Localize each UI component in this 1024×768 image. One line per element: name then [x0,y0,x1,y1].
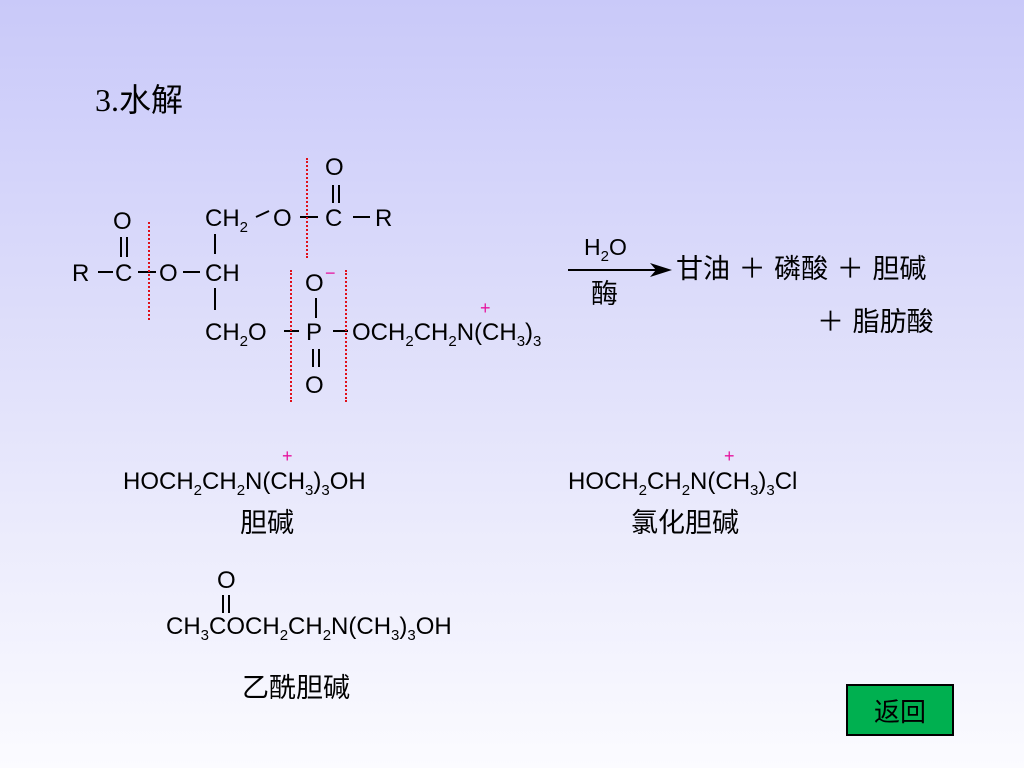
choline-chloride-name: 氯化胆碱 [631,508,739,539]
bond-lines [98,185,370,367]
choline-chain: OCH2CH2N(CH3)3 [352,319,542,350]
slide-title: 3.水解 [95,82,184,118]
cleavage-mark-top-ester [306,158,308,258]
acetylcholine-carbonyl-o: O [217,567,236,594]
charge-plus-n: + [480,298,491,318]
atom-r-left: R [72,260,90,287]
atom-o-ester-top: O [273,205,292,232]
atom-c-ester-left: C [115,260,133,287]
atom-o-ester-left: O [159,260,178,287]
atom-c-ester-top: C [325,205,343,232]
cleavage-mark-phosphate-right [345,270,347,402]
choline-chloride-formula: HOCH2CH2N(CH3)3Cl [568,468,798,499]
choline-name: 胆碱 [240,508,294,539]
atom-o-carbonyl-top: O [325,154,344,181]
acetylcholine-double-bond [222,595,230,613]
atom-r-top: R [375,205,393,232]
acetylcholine-formula: CH3COCH2CH2N(CH3)3OH [166,613,452,644]
cleavage-mark-left-ester [148,222,150,320]
charge-minus: − [325,263,336,283]
reagent-enzyme: 酶 [591,279,618,310]
products-line-1: 甘油 ＋ 磷酸 ＋ 胆碱 [676,254,927,285]
back-button-label: 返回 [873,697,926,728]
atom-ch-glycerol: CH [205,260,240,287]
choline-chloride-charge: + [724,446,735,466]
atom-o-anion: O [305,270,324,297]
choline-formula: HOCH2CH2N(CH3)3OH [123,468,366,499]
back-button[interactable]: 返回 [846,684,954,736]
atom-o-phosphoryl: O [305,372,324,399]
choline-charge: + [282,446,293,466]
reaction-arrow [568,263,672,277]
atom-o-carbonyl-left: O [113,208,132,235]
cleavage-mark-phosphate-left [290,270,292,402]
atom-ch2o-bottom: CH2O [205,319,267,350]
atom-phosphorus: P [306,319,323,346]
atom-ch2-top: CH2 [205,205,249,236]
products-line-2: ＋ 脂肪酸 [817,307,934,338]
reagent-water: H2O [584,234,627,265]
acetylcholine-name: 乙酰胆碱 [242,673,350,704]
